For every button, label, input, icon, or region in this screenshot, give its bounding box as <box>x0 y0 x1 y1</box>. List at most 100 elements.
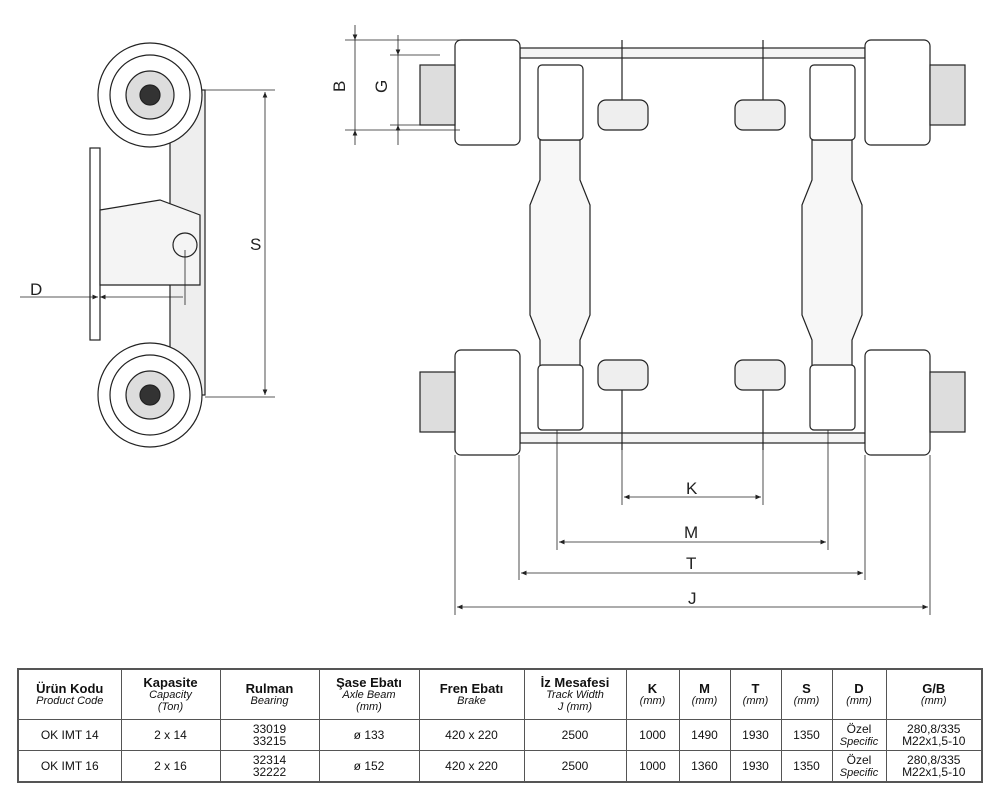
d-tr: Özel <box>846 721 872 736</box>
column-header: S(mm) <box>780 668 833 720</box>
header-en: (mm) <box>691 694 718 707</box>
cell-m: 1360 <box>678 750 731 783</box>
wheel-hub-bottom <box>97 342 203 448</box>
cell-k: 1000 <box>625 719 680 751</box>
brake-drum-fr <box>864 39 931 146</box>
header-en: (mm) <box>846 694 872 707</box>
cell-brake: 420 x 220 <box>418 719 525 751</box>
header-en: (mm) <box>793 694 820 707</box>
header-en: Product Code <box>36 694 104 707</box>
d-tr: Özel <box>846 752 872 767</box>
cell-capacity: 2 x 16 <box>120 750 221 783</box>
column-header: D(mm) <box>831 668 887 720</box>
hanger-plate <box>89 147 101 341</box>
d-en: Specific <box>839 766 879 779</box>
dimension-lines <box>345 25 931 615</box>
header-en: (mm) <box>920 694 947 707</box>
technical-drawing: S D <box>20 25 966 615</box>
header-tr: M <box>699 680 710 696</box>
header-en: Capacity <box>149 688 192 701</box>
cell-t: 1930 <box>729 719 782 751</box>
bushing-rear-right <box>809 364 856 431</box>
cell-brake: 420 x 220 <box>418 750 525 783</box>
bushing-front-right <box>809 64 856 141</box>
header-unit: (mm) <box>356 700 382 713</box>
cell-track: 2500 <box>523 719 627 751</box>
cell-s: 1350 <box>780 750 833 783</box>
header-unit: (Ton) <box>157 700 184 713</box>
header-tr: Şase Ebatı <box>336 674 402 690</box>
header-tr: D <box>854 680 864 696</box>
cell-beam: ø 152 <box>318 750 420 783</box>
header-en: Bearing <box>250 694 289 707</box>
walking-beam-right <box>801 139 863 371</box>
header-tr: Ürün Kodu <box>36 680 104 696</box>
header-tr: S <box>802 680 811 696</box>
cell-code: OK IMT 16 <box>17 750 122 783</box>
column-header: K(mm) <box>625 668 680 720</box>
cell-beam: ø 133 <box>318 719 420 751</box>
header-tr: Rulman <box>245 680 294 696</box>
header-tr: G/B <box>922 680 946 696</box>
header-en: (mm) <box>639 694 666 707</box>
label-g: G <box>372 80 391 93</box>
brake-chamber-2 <box>734 99 786 131</box>
label-d: D <box>30 280 42 299</box>
wheel-hub-top <box>97 42 203 148</box>
cell-s: 1350 <box>780 719 833 751</box>
cell-code: OK IMT 14 <box>17 719 122 751</box>
hub-fr <box>929 64 966 126</box>
hub-rl <box>419 371 456 433</box>
hub-rr <box>929 371 966 433</box>
column-header: M(mm) <box>678 668 731 720</box>
d-en: Specific <box>839 735 879 748</box>
axle-beam-rear <box>519 432 866 444</box>
label-m: M <box>684 523 698 542</box>
top-view <box>419 39 966 456</box>
gb-2: M22x1,5-10 <box>902 765 966 779</box>
header-en: Track Width <box>546 688 604 701</box>
cell-track: 2500 <box>523 750 627 783</box>
gb-1: 280,8/335 <box>907 753 961 767</box>
header-unit: J (mm) <box>557 700 593 713</box>
bearing-2: 33215 <box>252 734 287 748</box>
header-en: Axle Beam <box>342 688 396 701</box>
side-view <box>20 42 275 448</box>
header-tr: İz Mesafesi <box>540 674 610 690</box>
header-en: Brake <box>457 694 486 707</box>
label-j: J <box>688 589 697 608</box>
cell-m: 1490 <box>678 719 731 751</box>
walking-beam-left <box>529 139 591 371</box>
brake-drum-rl <box>454 349 521 456</box>
brake-chamber-3 <box>597 359 649 391</box>
gb-1: 280,8/335 <box>907 722 961 736</box>
bearing-1: 33019 <box>252 722 287 736</box>
gb-2: M22x1,5-10 <box>902 734 966 748</box>
brake-chamber-4 <box>734 359 786 391</box>
label-t: T <box>686 554 696 573</box>
hub-fl <box>419 64 456 126</box>
bushing-front-left <box>537 64 584 141</box>
brake-drum-fl <box>454 39 521 146</box>
axle-beam-front <box>519 47 866 59</box>
column-header: G/B(mm) <box>885 668 983 720</box>
label-k: K <box>686 479 698 498</box>
label-s: S <box>250 235 261 254</box>
